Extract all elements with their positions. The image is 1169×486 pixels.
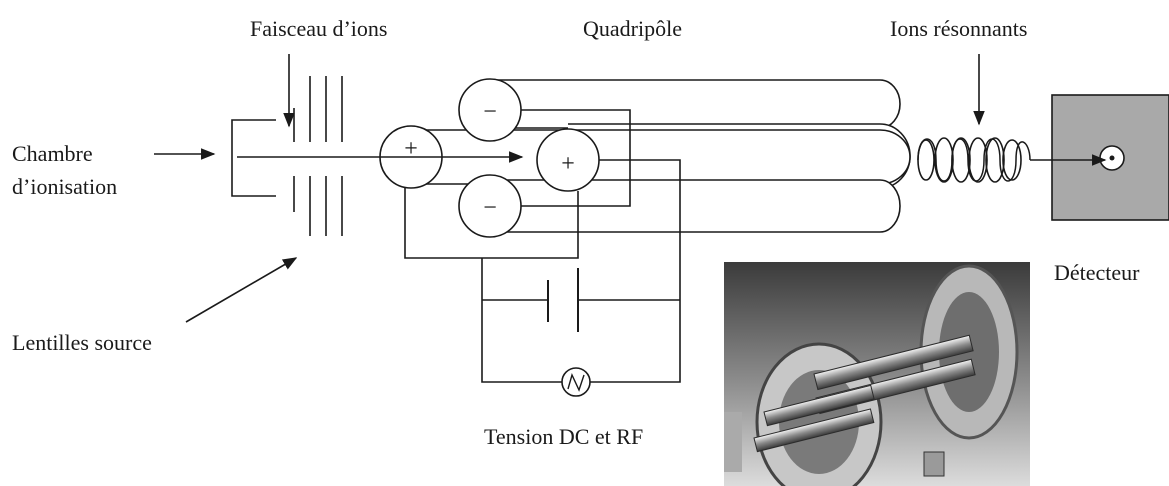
source-lenses xyxy=(294,76,342,236)
ion-beam-label: Faisceau d’ions xyxy=(250,16,387,42)
chamber-label-line1: Chambre xyxy=(12,141,93,167)
quadrupole-label: Quadripôle xyxy=(583,16,682,42)
chamber-label-line2: d’ionisation xyxy=(12,174,117,200)
rod-sign-minus-top: − xyxy=(483,99,497,125)
voltage-label: Tension DC et RF xyxy=(484,424,643,450)
source-lenses-label: Lentilles source xyxy=(12,330,152,356)
rod-sign-plus-right: + xyxy=(561,151,575,177)
ionisation-chamber xyxy=(232,120,276,196)
resonant-ions-label: Ions résonnants xyxy=(890,16,1027,42)
rod-sign-plus-left: + xyxy=(404,136,418,162)
source-lenses-arrow xyxy=(186,258,296,322)
quadrupole-photo xyxy=(724,262,1030,486)
wire-source-left xyxy=(482,258,562,382)
detector-label: Détecteur xyxy=(1054,260,1140,286)
rod-sign-minus-bottom: − xyxy=(483,195,497,221)
rod-minus-top xyxy=(490,80,900,128)
